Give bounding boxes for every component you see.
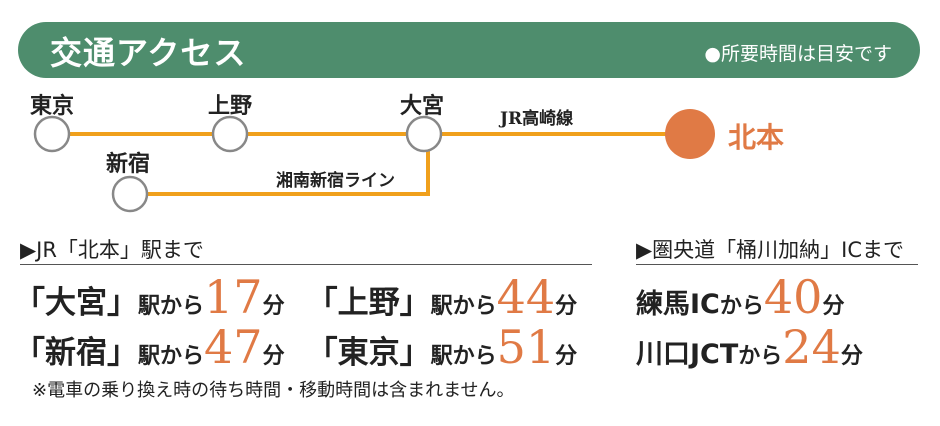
station-kitamoto-marker [665, 109, 715, 159]
route-origin: 「新宿」 [14, 335, 138, 371]
page-title: 交通アクセス [50, 34, 247, 72]
station-kitamoto-label: 北本 [728, 121, 785, 154]
shonan-line-label: 湘南新宿ライン [276, 171, 395, 191]
road-section-rule [636, 264, 918, 265]
rail-section-heading: ▶JR「北本」駅まで [20, 238, 204, 262]
station-tokyo-label: 東京 [30, 94, 75, 119]
rail-row-2: 「新宿」駅から47分「東京」駅から51分 [14, 320, 577, 374]
station-shinjuku-marker [111, 175, 149, 213]
rail-row-1: 「大宮」駅から17分「上野」駅から44分 [14, 270, 577, 324]
route-suffix: から [719, 294, 764, 319]
route-origin: 「大宮」 [14, 285, 138, 321]
station-ueno-marker [211, 115, 249, 153]
route-minutes: 44 [496, 270, 556, 324]
route-origin: 「上野」 [306, 285, 431, 321]
route-unit: 分 [262, 344, 285, 369]
route-minutes: 24 [782, 320, 841, 374]
route-minutes: 17 [204, 270, 263, 324]
shonan-line [130, 134, 430, 196]
route-unit: 分 [555, 294, 578, 319]
route-minutes: 47 [204, 320, 263, 374]
route-origin: 練馬IC [636, 289, 720, 320]
route-minutes: 40 [763, 270, 823, 324]
station-shinjuku-label: 新宿 [106, 152, 151, 177]
route-suffix: 駅から [138, 344, 205, 369]
station-tokyo-marker [33, 115, 71, 153]
route-minutes: 51 [496, 320, 556, 374]
station-omiya-marker [405, 115, 443, 153]
takasaki-line-label: JR高崎線 [500, 109, 574, 129]
route-unit: 分 [840, 344, 863, 369]
route-unit: 分 [555, 344, 578, 369]
route-suffix: 駅から [138, 294, 205, 319]
route-origin: 川口JCT [636, 339, 739, 370]
route-unit: 分 [822, 294, 845, 319]
route-suffix: 駅から [430, 344, 497, 369]
rail-section-rule [20, 264, 592, 265]
route-suffix: から [738, 344, 783, 369]
route-origin: 「東京」 [306, 335, 431, 371]
footnote: ※電車の乗り換え時の待ち時間・移動時間は含まれません。 [32, 380, 515, 401]
route-suffix: 駅から [430, 294, 497, 319]
road-section-heading: ▶圏央道「桶川加納」ICまで [636, 238, 905, 262]
route-unit: 分 [262, 294, 285, 319]
road-row-2: 川口JCTから24分 [636, 320, 863, 374]
header-banner: 交通アクセス ●所要時間は目安です [18, 22, 920, 78]
road-row-1: 練馬ICから40分 [636, 270, 844, 324]
station-omiya-label: 大宮 [400, 94, 445, 119]
header-note: ●所要時間は目安です [704, 43, 892, 65]
station-ueno-label: 上野 [208, 94, 253, 119]
